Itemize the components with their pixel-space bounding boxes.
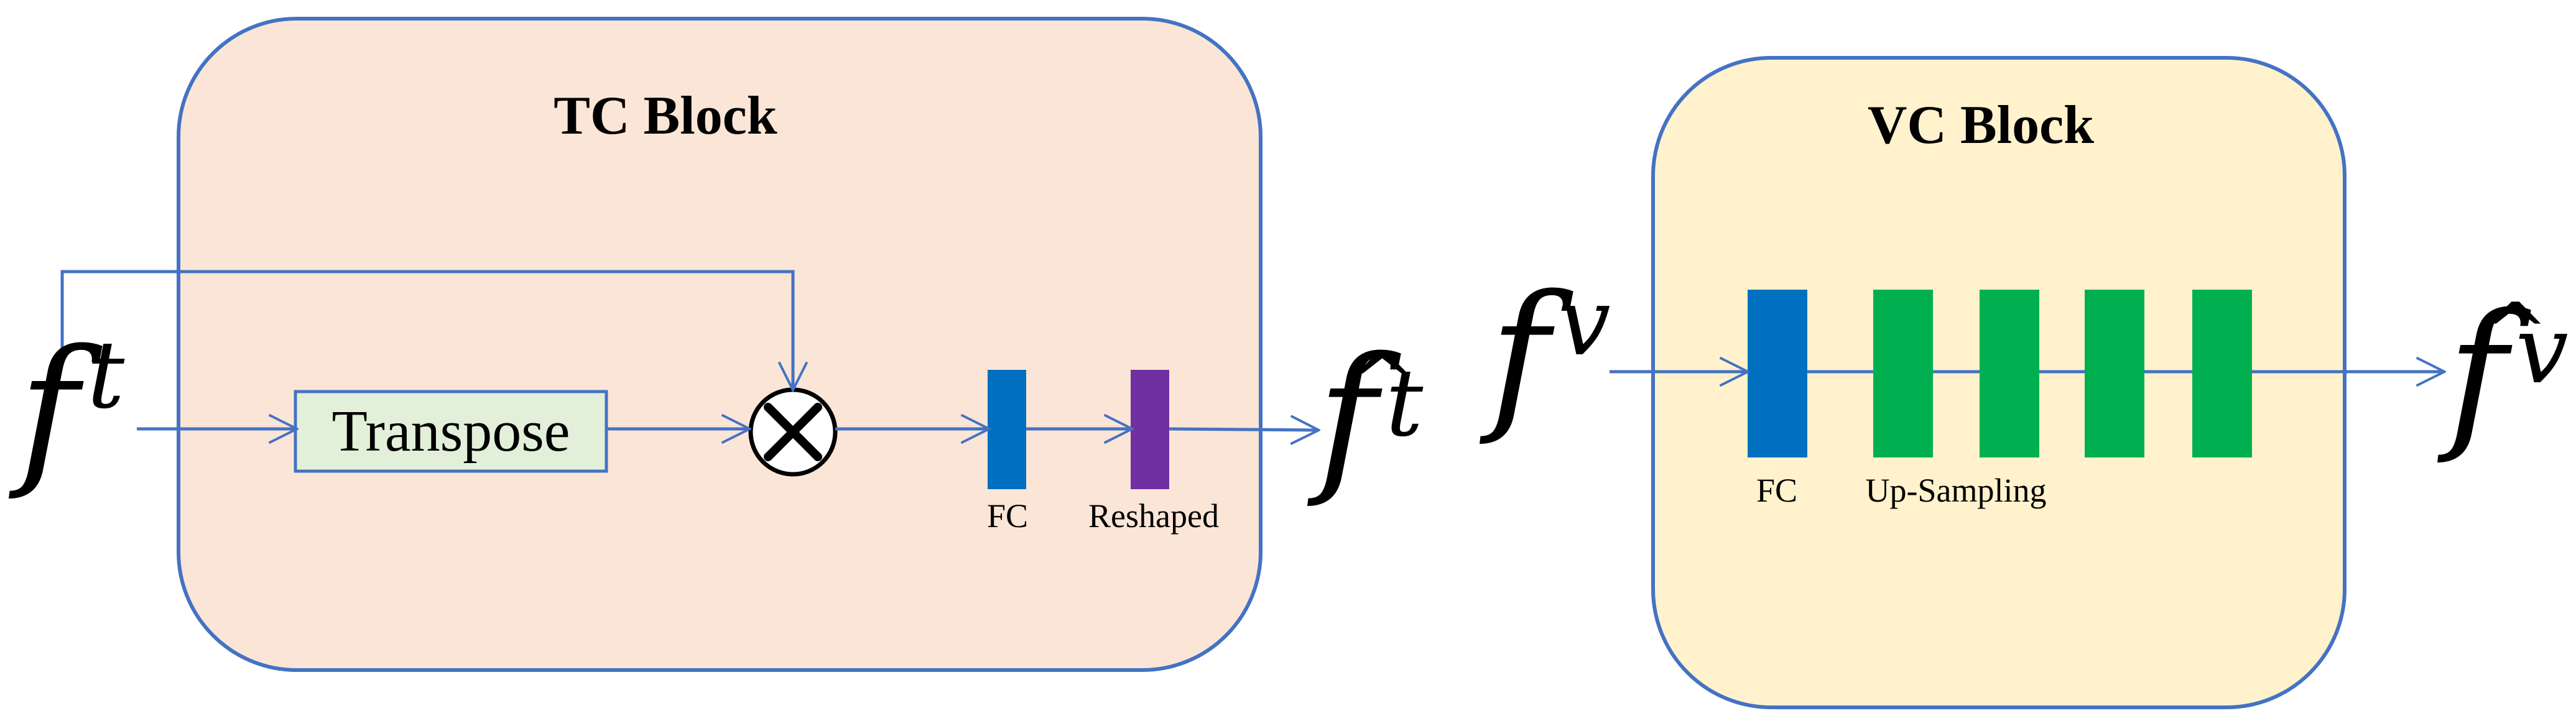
tc-block-container: [177, 17, 1263, 672]
vc-fc-label: FC: [1756, 472, 1797, 509]
svg-text:^: ^: [2481, 285, 2549, 380]
input-fv-symbol: f v: [1480, 261, 1611, 449]
input-ft-symbol: f t: [9, 316, 125, 503]
multiply-operator: [748, 387, 838, 477]
upsampling-label: Up-Sampling: [1866, 472, 2047, 509]
tc-block: TC Block Transpose FC Reshaped: [177, 17, 1263, 672]
upsampling-bar-3: [2085, 290, 2144, 457]
multiply-cross-b: [764, 403, 822, 461]
transpose-box: [294, 390, 608, 473]
reshaped-to-output-arrow: [1169, 429, 1317, 430]
svg-text:t: t: [1386, 349, 1424, 457]
svg-text:v: v: [2516, 296, 2569, 405]
output-ft-hat-symbol: ^ f t: [1307, 323, 1424, 511]
svg-text:^: ^: [1348, 335, 1416, 430]
reshaped-bar: [1131, 370, 1169, 489]
reshaped-label: Reshaped: [1088, 497, 1219, 535]
tc-arrows: [60, 270, 1317, 430]
output-fv-hat-symbol: ^ f v: [2437, 280, 2569, 467]
transpose-label: Transpose: [331, 399, 570, 464]
vc-fc-bar: [1748, 290, 1807, 457]
upsampling-bar-2: [1980, 290, 2039, 457]
tc-block-title: TC Block: [554, 86, 777, 146]
vc-block-title: VC Block: [1868, 95, 2094, 155]
vc-block: VC Block FC Up-Sampling: [1651, 56, 2347, 709]
svg-text:v: v: [1558, 269, 1611, 377]
upsampling-bar-1: [1873, 290, 1933, 457]
upsampling-bar-4: [2192, 290, 2252, 457]
svg-text:t: t: [87, 321, 125, 430]
skip-connection-arrow: [60, 270, 793, 388]
tc-fc-bar: [988, 370, 1026, 489]
tc-fc-label: FC: [987, 497, 1028, 535]
